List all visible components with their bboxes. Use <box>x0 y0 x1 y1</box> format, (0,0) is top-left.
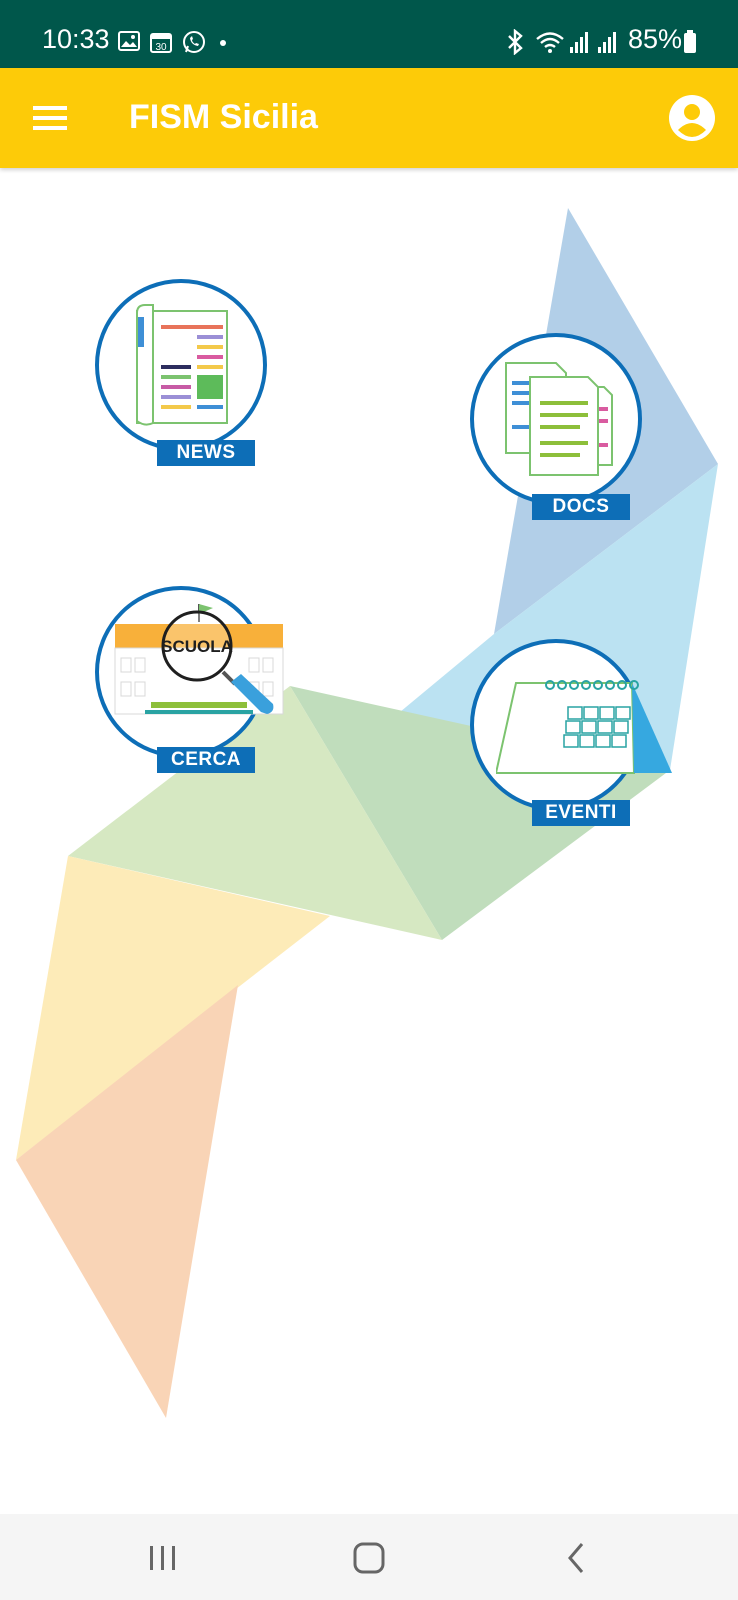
app-bar: FISM Sicilia <box>0 68 738 168</box>
docs-tile[interactable]: DOCS <box>470 333 642 523</box>
green-shape-left <box>68 686 442 940</box>
cerca-label: CERCA <box>157 747 255 773</box>
back-button[interactable] <box>546 1536 606 1580</box>
menu-button[interactable] <box>28 98 72 138</box>
news-tile[interactable]: NEWS <box>95 279 267 469</box>
wifi-icon <box>536 32 564 53</box>
signal-icon <box>570 32 588 53</box>
eventi-label: EVENTI <box>532 800 630 826</box>
peach-shape <box>16 985 238 1418</box>
docs-label: DOCS <box>532 494 630 520</box>
app-title: FISM Sicilia <box>129 98 318 136</box>
news-label: NEWS <box>157 440 255 466</box>
back-icon <box>568 1543 584 1573</box>
whatsapp-icon <box>183 31 205 53</box>
status-time: 10:33 <box>42 24 110 54</box>
system-nav-bar <box>0 1514 738 1600</box>
calendar-30-icon: 30 <box>150 33 172 53</box>
battery-icon <box>684 30 696 53</box>
image-icon <box>118 31 140 51</box>
cerca-tile[interactable]: SCUOLA CERCA <box>95 586 295 776</box>
documents-icon <box>505 362 613 476</box>
bluetooth-icon <box>508 29 523 55</box>
battery-percent: 85% <box>628 24 683 54</box>
svg-text:30: 30 <box>155 42 167 53</box>
home-icon <box>353 1542 385 1574</box>
signal-icon <box>598 32 616 53</box>
newspaper-icon <box>136 304 228 426</box>
calendar-icon <box>496 680 672 774</box>
dot-icon <box>220 40 226 46</box>
scuola-sign: SCUOLA <box>161 637 233 656</box>
eventi-tile[interactable]: EVENTI <box>470 639 680 829</box>
account-circle-icon <box>669 95 715 141</box>
recent-apps-button[interactable] <box>132 1536 192 1580</box>
yellow-shape <box>16 856 330 1160</box>
status-bar: 10:33 30 85% <box>0 0 738 68</box>
recent-apps-icon <box>150 1546 175 1570</box>
account-button[interactable] <box>668 94 716 142</box>
home-button[interactable] <box>339 1536 399 1580</box>
school-search-icon: SCUOLA <box>114 604 284 715</box>
hamburger-menu-icon <box>33 106 67 130</box>
